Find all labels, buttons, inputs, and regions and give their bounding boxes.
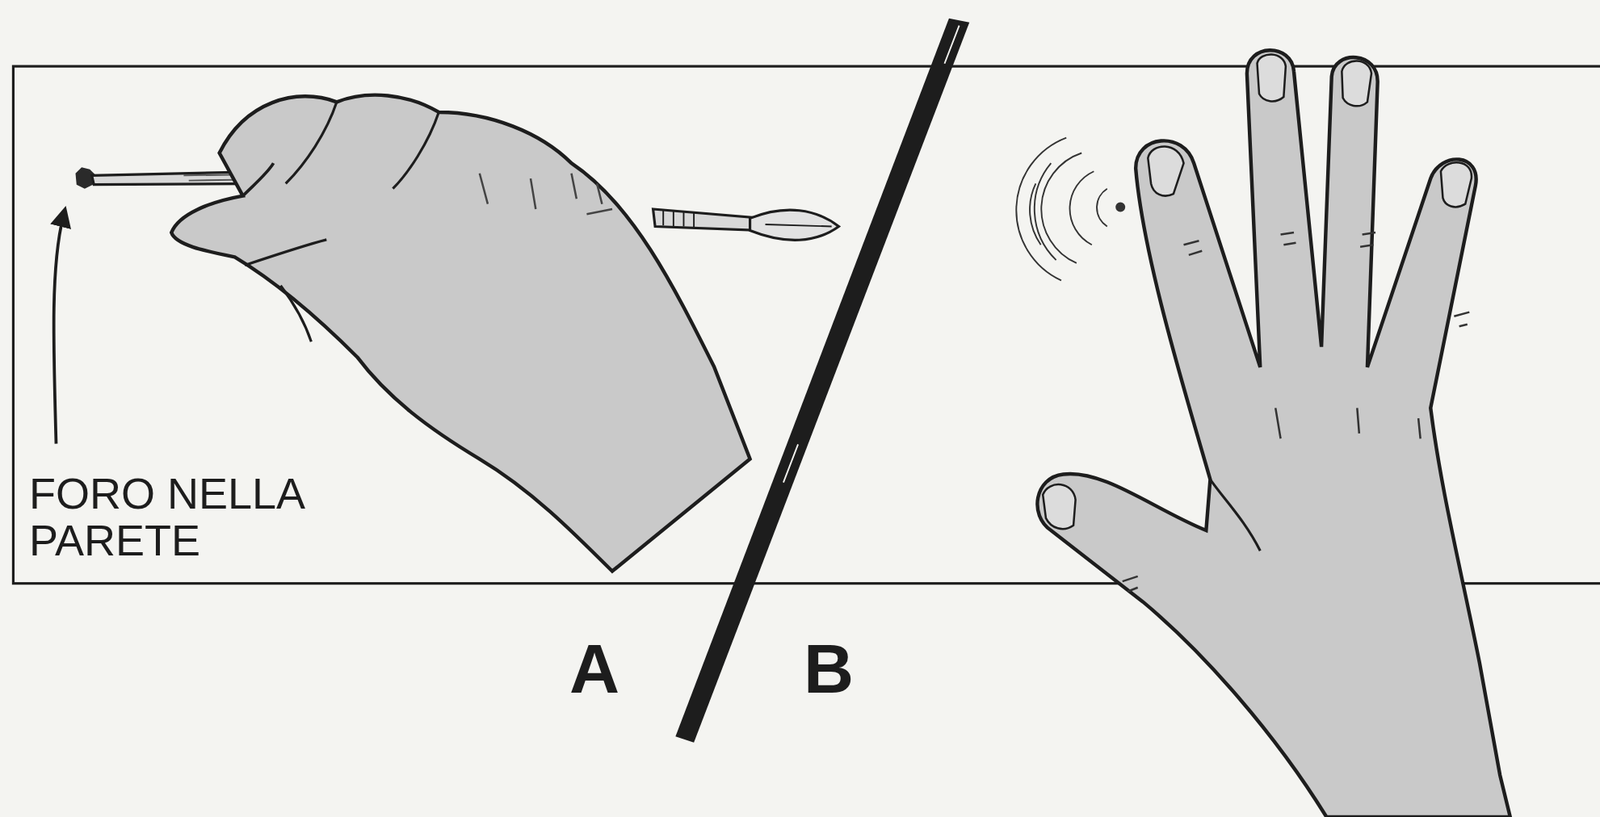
callout-label: FORO NELLA PARETE — [29, 470, 369, 565]
panel-letter: A — [569, 631, 643, 707]
panel-letter: B — [803, 631, 877, 707]
vibration-marks — [1016, 138, 1125, 282]
separator-line — [675, 18, 970, 744]
hand-open — [1037, 50, 1510, 817]
leader-arrow — [54, 216, 64, 445]
